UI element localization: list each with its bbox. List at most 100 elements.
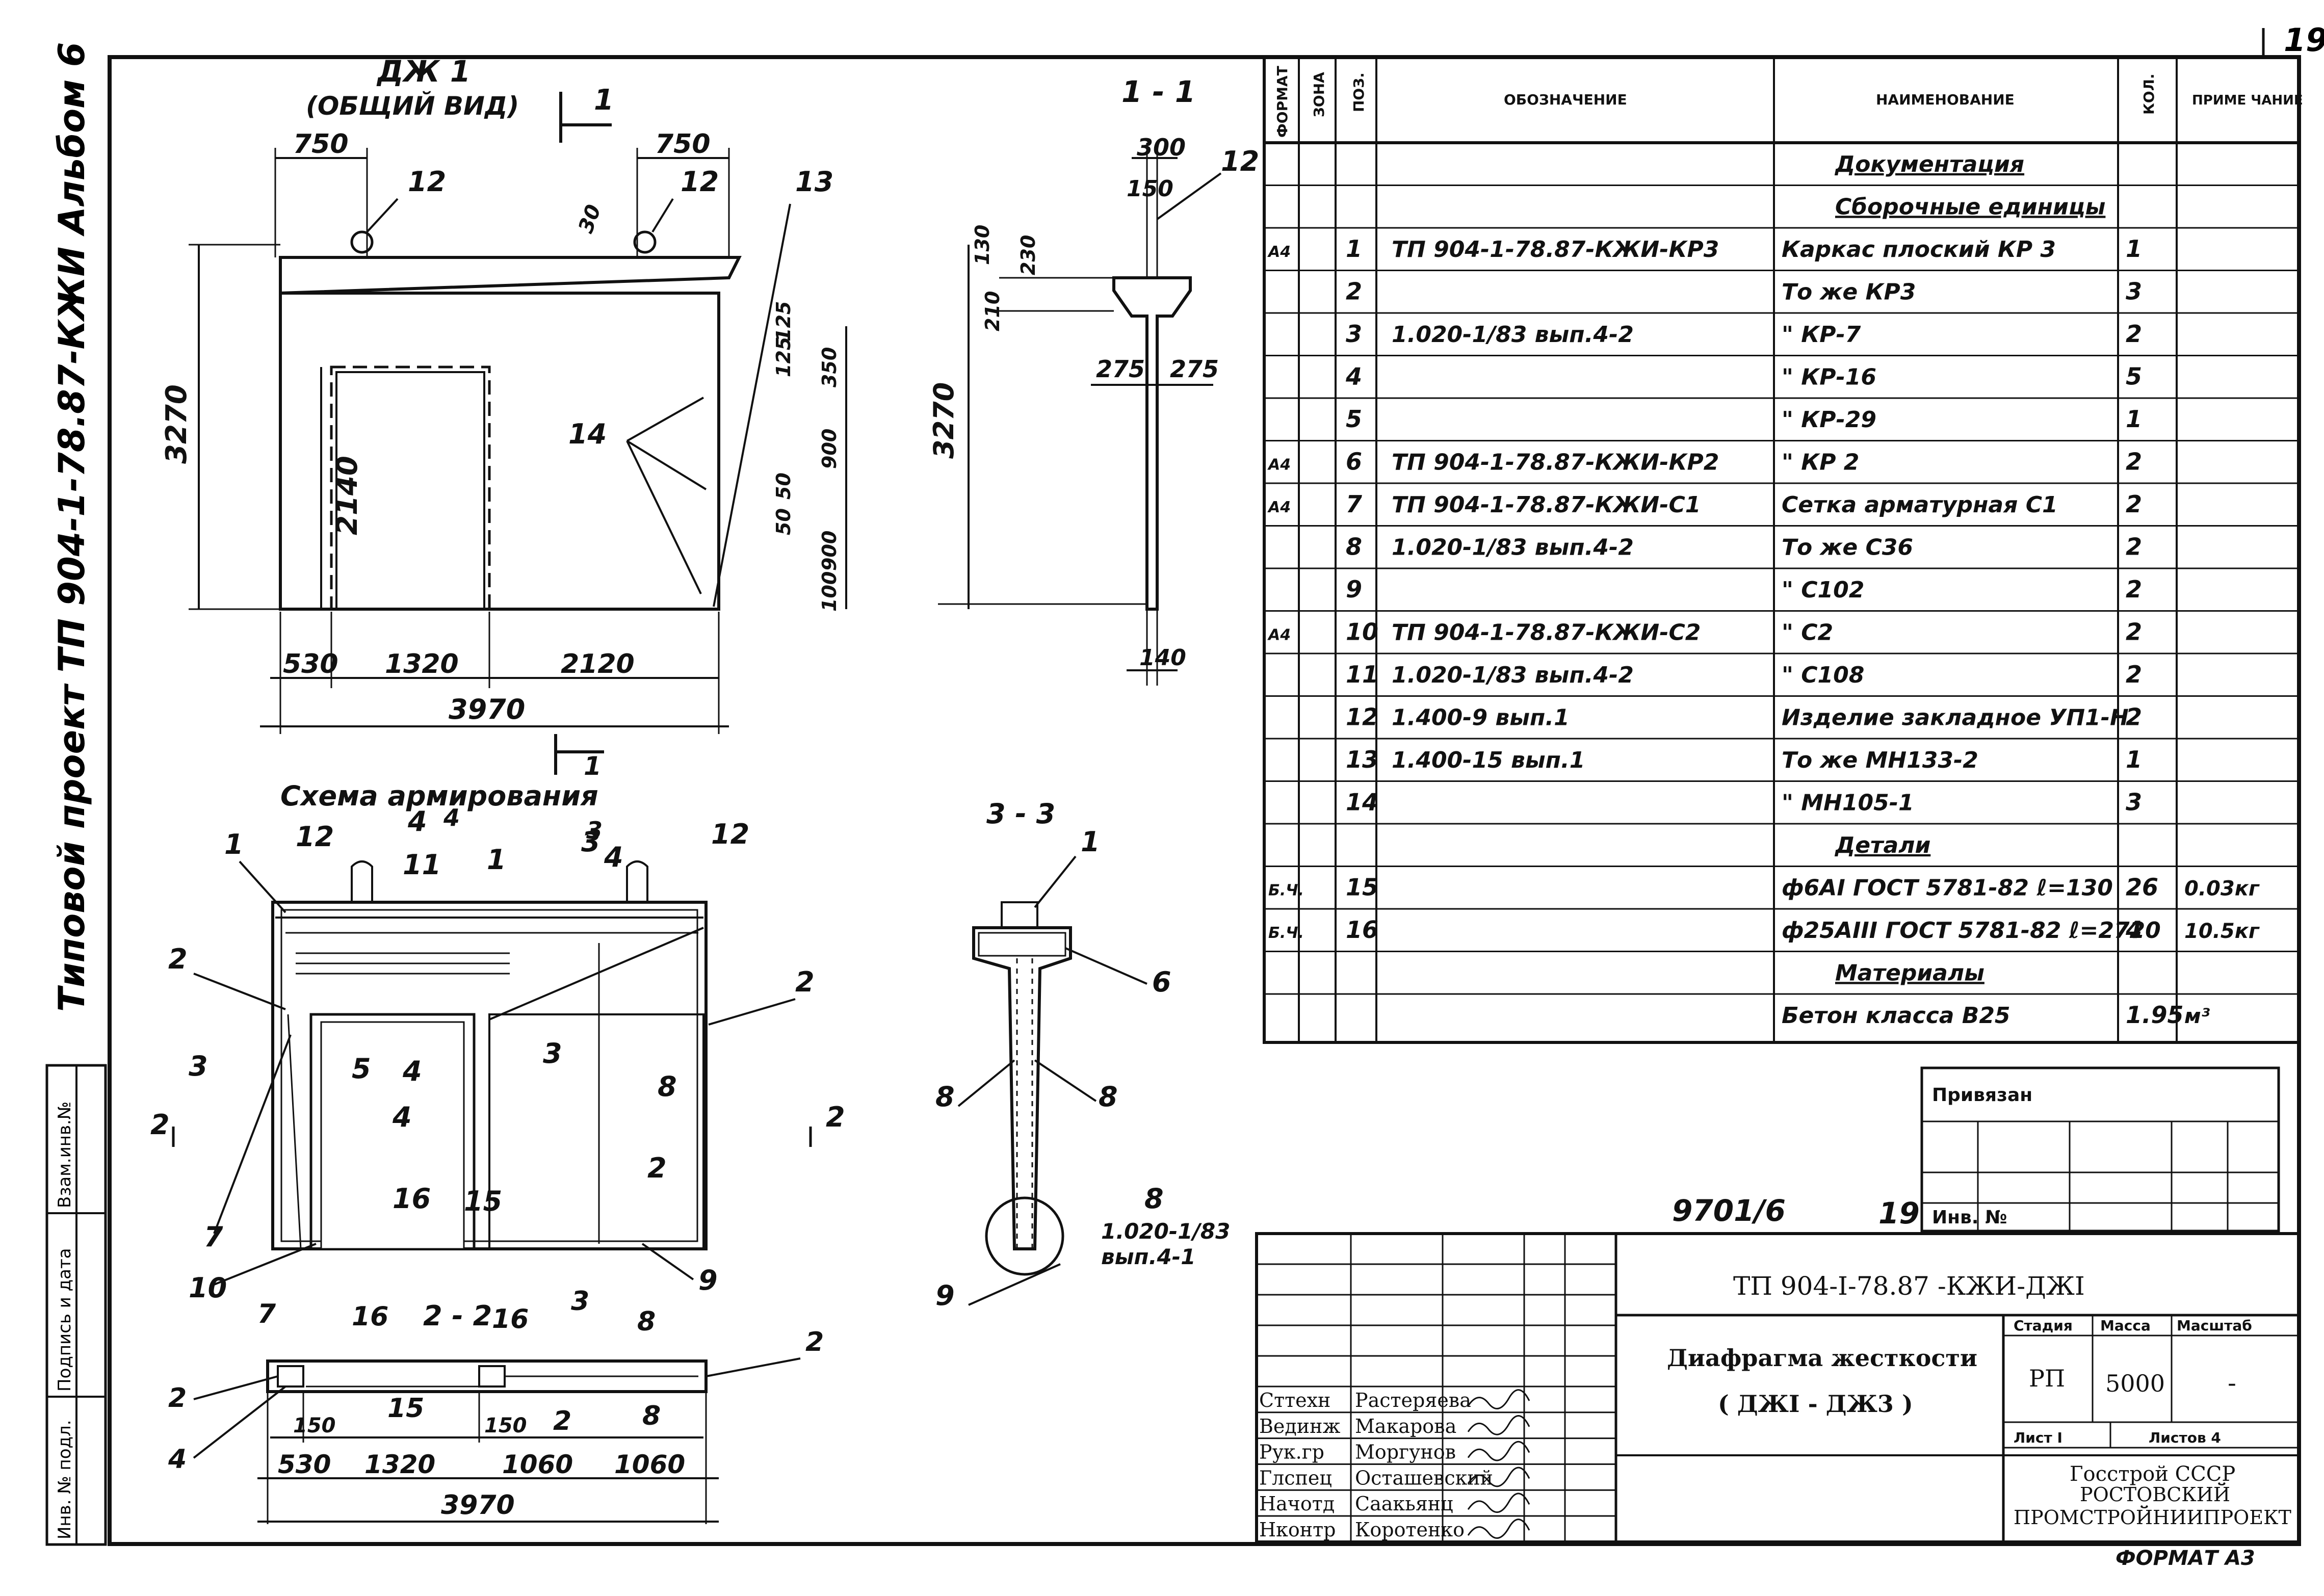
- spec-cell-note: м³: [2184, 1005, 2210, 1028]
- cut-mark-1-top: 1: [594, 84, 614, 117]
- reinforcement-title: Схема армирования: [280, 780, 598, 812]
- dim-1320-b: 1320: [364, 1450, 435, 1479]
- spec-h-name: НАИМЕНОВАНИЕ: [1876, 91, 2015, 108]
- cut-mark-1-bottom: 1: [584, 751, 602, 781]
- spec-cell-qty: 5: [2126, 362, 2142, 390]
- spec-cell-qty: 1: [2126, 235, 2142, 263]
- spec-cell-name: " КР-16: [1782, 364, 1876, 390]
- page-number: 19: [2284, 21, 2324, 59]
- spec-cell-pos: 13: [1346, 746, 1378, 773]
- s22-label-8-b: 8: [642, 1401, 661, 1431]
- s22-label-2-b: 2: [168, 1383, 187, 1414]
- dim-3270: 3270: [160, 384, 193, 464]
- spec-cell-name: Каркас плоский КР 3: [1782, 237, 2056, 263]
- spec-h-pos: ПОЗ.: [1350, 72, 1367, 112]
- callout-12-a: 12: [408, 166, 446, 198]
- tb-stage: РП: [2029, 1365, 2065, 1392]
- tb-role: Глспец: [1259, 1467, 1332, 1489]
- spec-cell-note: 0.03кг: [2184, 877, 2260, 900]
- rs-label-7: 7: [204, 1221, 223, 1253]
- callout-14: 14: [568, 418, 607, 450]
- spec-cell-qty: 2: [2126, 533, 2142, 560]
- rs-label-16: 16: [393, 1183, 431, 1215]
- s33-label-8-a: 8: [935, 1081, 955, 1113]
- rs-label-11: 11: [403, 849, 441, 881]
- s22-label-16-a: 16: [352, 1301, 388, 1332]
- dim-275-b: 275: [1170, 355, 1219, 383]
- rs-label-3-a: 3: [189, 1050, 208, 1082]
- cut-3: 3: [586, 817, 603, 844]
- signature: [1467, 1389, 1530, 1409]
- tb-person-name: Растеряева: [1355, 1389, 1471, 1411]
- spec-cell-name: " КР-29: [1782, 407, 1876, 433]
- privyazan-label: Привязан: [1932, 1085, 2032, 1106]
- spec-cell-note: 10.5кг: [2184, 920, 2260, 943]
- stamp-inv: Инв. № подл.: [55, 1420, 75, 1539]
- spec-cell-pos: 1: [1346, 235, 1362, 263]
- section-1-1-callout-12: 12: [1221, 145, 1259, 177]
- s22-label-4: 4: [168, 1444, 187, 1475]
- dim-130: 130: [971, 225, 994, 265]
- spec-cell-qty: 1: [2126, 405, 2142, 433]
- spec-h-designation: ОБОЗНАЧЕНИЕ: [1504, 91, 1627, 108]
- spec-cell-pos: 7: [1346, 490, 1362, 518]
- dim-530: 530: [283, 649, 338, 679]
- tb-role: Cттехн: [1259, 1389, 1330, 1411]
- tb-org-2: РОСТОВСКИЙ: [2080, 1483, 2230, 1506]
- spec-cell-pos: 5: [1346, 405, 1362, 433]
- dim-1060-b: 1060: [614, 1450, 685, 1479]
- dim-300: 300: [1137, 134, 1186, 161]
- rs-label-3-b: 3: [543, 1037, 562, 1069]
- dim-230: 230: [1017, 235, 1039, 275]
- spec-cell-pos: 6: [1346, 448, 1362, 475]
- rs-cut-2-left: 2: [150, 1109, 170, 1141]
- spec-table: ФОРМАТ ЗОНА ПОЗ. ОБОЗНАЧЕНИЕ НАИМЕНОВАНИ…: [1263, 56, 2303, 1044]
- tb-role: Нконтр: [1259, 1519, 1336, 1541]
- spec-cell-pos: 11: [1346, 661, 1378, 688]
- rs-label-8: 8: [658, 1070, 677, 1103]
- spec-cell-name: " КР-7: [1782, 322, 1861, 348]
- signature: [1467, 1493, 1530, 1513]
- tb-role: Вединж: [1259, 1415, 1340, 1437]
- spec-cell-pos: 10: [1346, 618, 1378, 645]
- dim-150: 150: [1127, 176, 1173, 202]
- tb-person-name: Моргунов: [1355, 1441, 1456, 1463]
- tb-scale: -: [2228, 1368, 2236, 1398]
- s33-note-2: вып.4-1: [1101, 1244, 1195, 1269]
- dim-1320: 1320: [385, 649, 459, 679]
- rs-label-15: 15: [464, 1185, 502, 1217]
- rs-label-1-a: 1: [224, 828, 244, 860]
- s33-label-9: 9: [935, 1279, 955, 1312]
- spec-cell-qty: 2: [2126, 490, 2142, 518]
- signature: [1467, 1441, 1530, 1461]
- spec-h-qty: КОЛ.: [2140, 73, 2157, 115]
- general-view: ДЖ 1 (ОБЩИЙ ВИД) 1 750 750 12 12 30 13 1: [160, 54, 847, 781]
- s22-label-3: 3: [571, 1286, 589, 1317]
- rs-label-4-c: 4: [392, 1101, 412, 1133]
- rs-label-5: 5: [352, 1053, 371, 1085]
- spec-cell-designation: 1.400-15 вып.1: [1392, 747, 1585, 773]
- tb-org-3: ПРОМСТРОЙНИИПРОЕКТ: [2014, 1506, 2291, 1529]
- sheet-code: 9701/6: [1672, 1193, 1786, 1228]
- dim-140: 140: [1139, 645, 1186, 671]
- spec-cell-name: ф25АIII ГОСТ 5781-82 ℓ=2720: [1782, 918, 2161, 944]
- spec-cell-pos: 9: [1346, 575, 1362, 603]
- spec-cell-qty: 2: [2126, 448, 2142, 475]
- spec-cell-format: А4: [1267, 456, 1291, 474]
- spec-cell-name: Сборочные единицы: [1835, 194, 2105, 220]
- spec-cell-name: " С2: [1782, 619, 1833, 645]
- general-view-subtitle: (ОБЩИЙ ВИД): [306, 91, 519, 121]
- dim-750-left: 750: [293, 129, 349, 160]
- tb-role: Рук.гр: [1259, 1441, 1324, 1463]
- rs-label-2-b: 2: [795, 966, 815, 998]
- dim-50-a: 50: [772, 473, 795, 500]
- spec-cell-designation: ТП 904-1-78.87-КЖИ-КР2: [1392, 449, 1719, 475]
- dim-750-right: 750: [655, 129, 711, 160]
- signature: [1467, 1519, 1530, 1539]
- spec-cell-format: А4: [1267, 243, 1291, 261]
- rs-label-2-a: 2: [168, 943, 188, 975]
- dim-150-a: 150: [293, 1414, 336, 1437]
- tb-stage-label: Стадия: [2014, 1317, 2073, 1334]
- spec-cell-pos: 2: [1346, 277, 1362, 305]
- spec-cell-pos: 3: [1346, 320, 1362, 348]
